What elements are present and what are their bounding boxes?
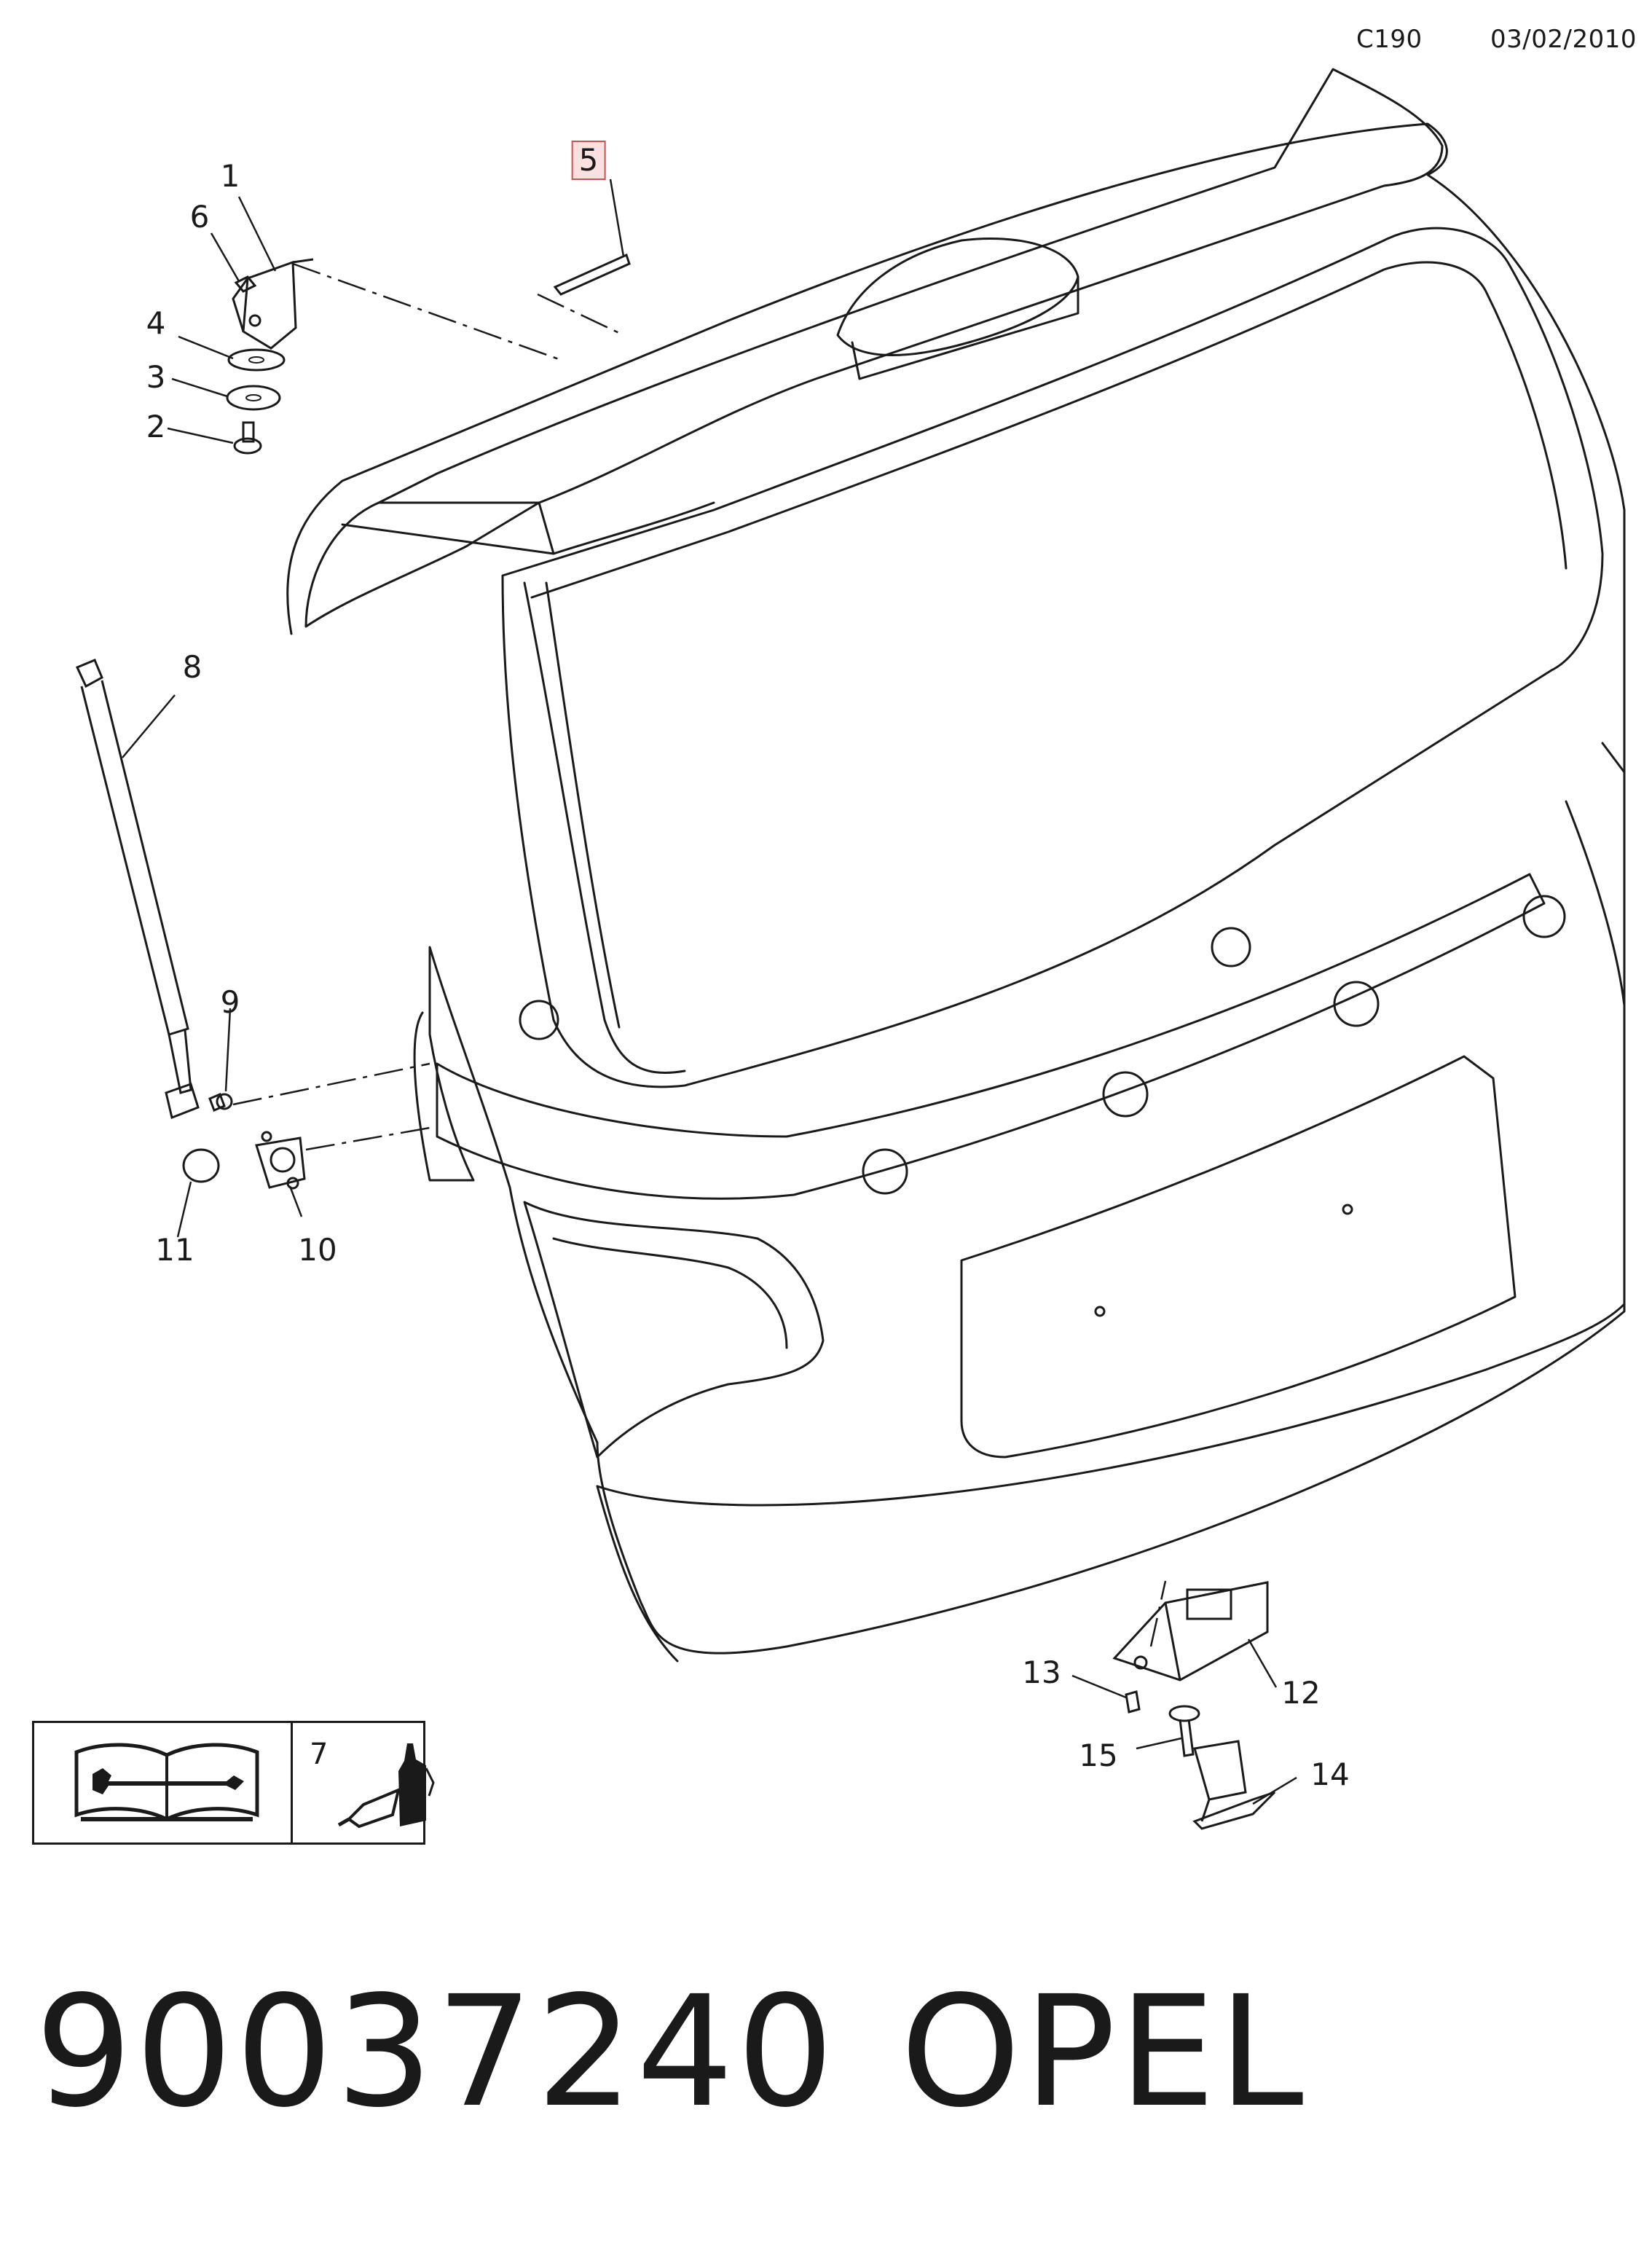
callout-8: 8 — [182, 649, 202, 685]
brake-light-outline — [836, 238, 1079, 356]
adhesive-bottle-icon — [337, 1743, 435, 1829]
lamp-cutout — [523, 1201, 825, 1459]
part-number-label: 90037240 — [35, 1963, 837, 2141]
diagram-code: C190 — [1356, 25, 1423, 54]
part-4-washer — [227, 348, 286, 372]
legend-box: 7 — [32, 1721, 435, 1845]
part-15-bolt — [1168, 1705, 1200, 1757]
callout-11: 11 — [155, 1232, 194, 1268]
callout-10: 10 — [298, 1232, 337, 1268]
part-3-washer — [226, 385, 281, 411]
service-manual-book-icon — [74, 1743, 259, 1821]
callout-3: 3 — [146, 359, 166, 395]
part-2-bolt — [233, 421, 262, 455]
callout-14: 14 — [1310, 1757, 1350, 1792]
callout-1: 1 — [220, 158, 240, 194]
tailgate-exploded-diagram — [75, 68, 1626, 1830]
part-8-gas-strut — [75, 659, 200, 1120]
part-12-lock — [1112, 1581, 1269, 1681]
legend-part-number: 7 — [310, 1738, 329, 1771]
diagram-date: 03/02/2010 — [1490, 25, 1637, 54]
callout-4: 4 — [146, 305, 166, 341]
callout-12: 12 — [1281, 1675, 1321, 1711]
part-9-ball-stud — [208, 1093, 233, 1112]
part-14-striker — [1192, 1740, 1276, 1830]
part-11-plug — [182, 1148, 220, 1183]
legend-divider — [291, 1723, 293, 1842]
part-10-bracket — [255, 1131, 306, 1190]
garnish-outline — [436, 873, 1546, 1200]
license-plate-recess — [960, 1055, 1517, 1459]
brand-label: OPEL — [900, 1963, 1307, 2141]
rear-window-outline — [501, 227, 1604, 1088]
part-13-screw — [1125, 1690, 1141, 1714]
spoiler-outline — [304, 68, 1444, 628]
part-1-hinge — [232, 258, 314, 350]
callout-15: 15 — [1079, 1738, 1118, 1773]
callout-5: 5 — [571, 141, 606, 180]
part-6-nut — [234, 275, 257, 293]
callout-9: 9 — [220, 984, 240, 1020]
part-5-pin — [553, 253, 631, 296]
callout-6: 6 — [189, 199, 210, 235]
callout-13: 13 — [1022, 1655, 1061, 1690]
callout-2: 2 — [146, 409, 166, 444]
tailgate-outline — [286, 122, 1626, 1655]
